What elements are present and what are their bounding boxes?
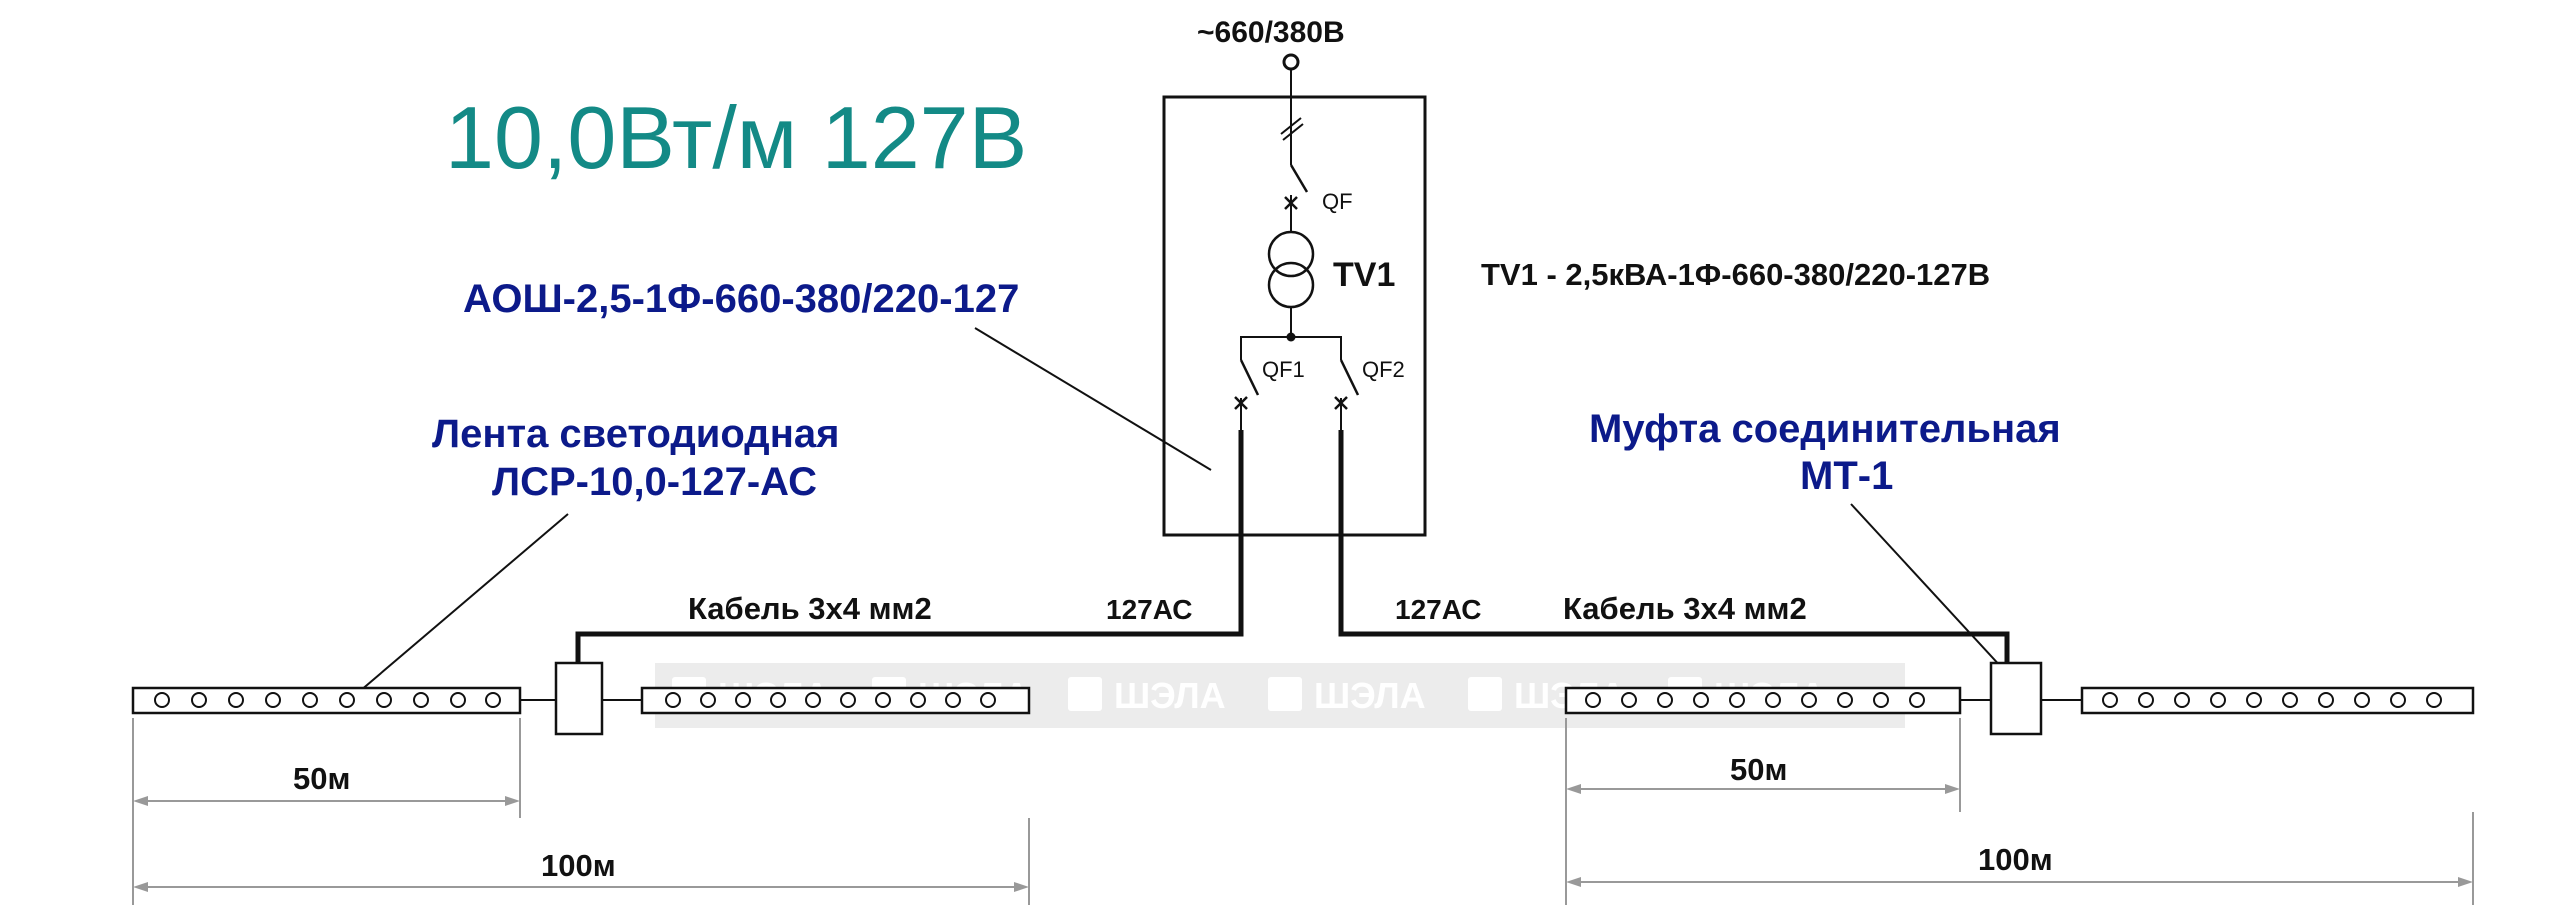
coupling-label-line1: Муфта соединительная xyxy=(1589,407,2061,451)
supply-phase-tick xyxy=(1280,117,1302,135)
breaker-qf2: QF2 xyxy=(1334,357,1405,430)
led-strip-3 xyxy=(1564,686,1962,715)
breaker-qf1-label: QF1 xyxy=(1262,357,1305,382)
transformer-label: TV1 xyxy=(1333,256,1395,294)
dimension-right-short-label: 50м xyxy=(1730,752,1787,787)
bus-bar xyxy=(1240,336,1342,360)
dimension-left-long-label: 100м xyxy=(541,848,616,883)
watermark-text: ШЭЛА xyxy=(1314,675,1426,716)
coupling-leader-line xyxy=(1850,503,2016,683)
dimension-right xyxy=(1565,718,2474,905)
cable-left-label: Кабель 3х4 мм2 xyxy=(688,591,932,626)
led-strip-2 xyxy=(640,686,1031,715)
coupling-left xyxy=(554,661,604,736)
cable-left xyxy=(575,430,1244,672)
led-strip-4 xyxy=(2080,686,2475,715)
watermark-logo-3: ШЭЛА xyxy=(1068,675,1226,716)
led-strip-label-line1: Лента светодиодная xyxy=(432,412,839,456)
transformer-spec: TV1 - 2,5кВА-1Ф-660-380/220-127В xyxy=(1481,257,1990,292)
page-title: 10,0Вт/м 127В xyxy=(445,88,1027,187)
cabinet-leader-line xyxy=(974,327,1212,471)
cable-right xyxy=(1338,430,2010,672)
breaker-qf2-label: QF2 xyxy=(1362,357,1405,382)
coupling-label-line2: МТ-1 xyxy=(1800,454,1893,498)
watermark-text: ШЭЛА xyxy=(1114,675,1226,716)
cabinet-box xyxy=(1162,95,1427,537)
cable-right-circuit: 127АС xyxy=(1395,594,1481,625)
cable-right-label: Кабель 3х4 мм2 xyxy=(1563,591,1807,626)
dimension-right-long-label: 100м xyxy=(1978,842,2053,877)
coupling-right xyxy=(1989,661,2043,736)
main-breaker: QF xyxy=(1284,164,1353,232)
cable-left-circuit: 127АС xyxy=(1106,594,1192,625)
led-strip-leader-line xyxy=(339,513,569,709)
transformer-symbol xyxy=(1267,230,1315,342)
dimension-left-short-label: 50м xyxy=(293,761,350,796)
watermark-logo-4: ШЭЛА xyxy=(1268,675,1426,716)
breaker-qf1: QF1 xyxy=(1234,357,1305,430)
breaker-qf-label: QF xyxy=(1322,189,1353,214)
dimension-left xyxy=(132,718,1030,905)
cabinet-label: АОШ-2,5-1Ф-660-380/220-127 xyxy=(463,277,1019,321)
supply-voltage: ~660/380В xyxy=(1197,16,1345,49)
supply-terminal xyxy=(1282,53,1300,71)
supply-phase-tick xyxy=(1282,123,1304,141)
led-strip-1 xyxy=(131,686,522,715)
led-strip-label-line2: ЛСР-10,0-127-АС xyxy=(492,460,817,504)
